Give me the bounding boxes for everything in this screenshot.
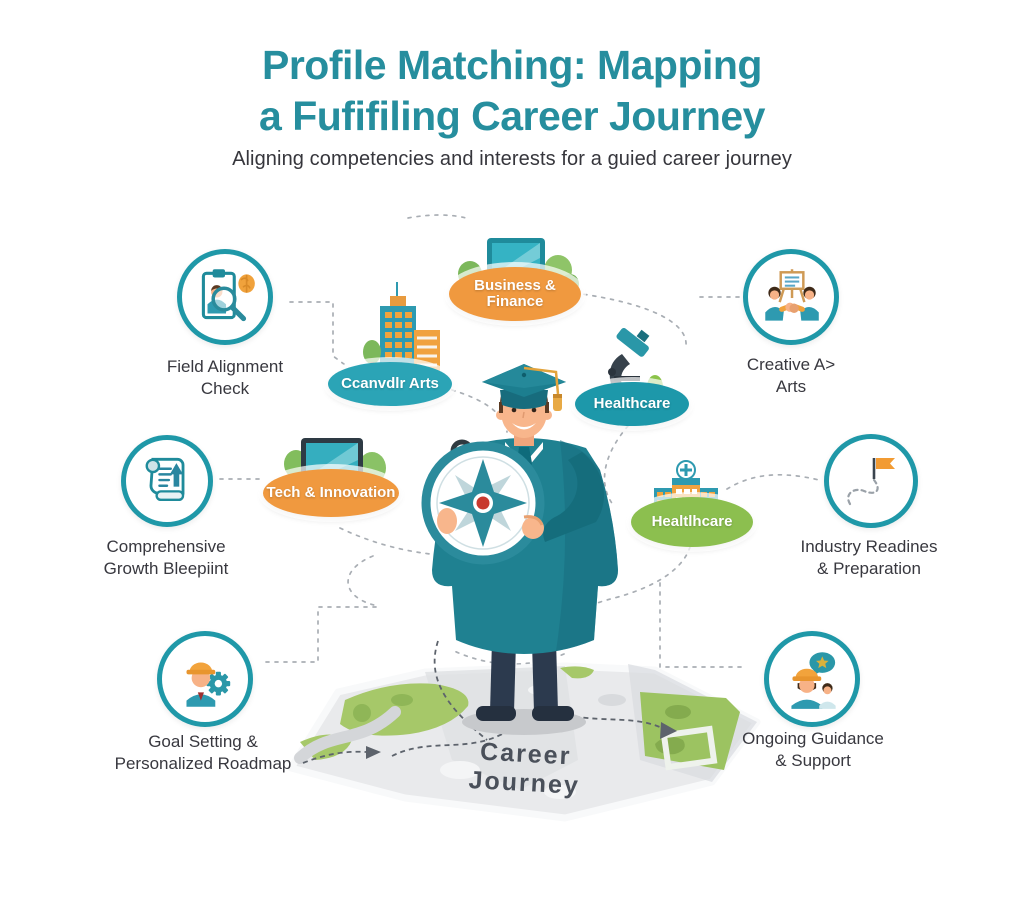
flag-winding-path-icon	[847, 458, 895, 506]
map-label: Career Journey	[467, 737, 581, 800]
node-industry-readiness-label: Industry Readines & Preparation	[800, 537, 938, 579]
node-creative-arts-circle	[743, 249, 839, 345]
graduate-figure	[421, 364, 618, 735]
badge-healthcare-hospital: Healtlhcare	[631, 497, 753, 547]
badge-business-finance: Business & Finance	[449, 267, 581, 321]
compass	[421, 439, 545, 565]
node-ongoing-guidance-circle	[764, 631, 860, 727]
mentor-speech-bubble-icon	[791, 652, 836, 709]
scroll-up-arrow-icon	[145, 457, 185, 502]
journey-arrow-right	[660, 722, 677, 739]
node-field-alignment-label: Field Alignment Check	[166, 357, 284, 399]
badge-creative-arts-city: Ccanvdlr Arts	[328, 362, 452, 406]
worker-gear-icon	[186, 662, 231, 707]
clipboard-magnifier-brain-icon	[201, 269, 255, 322]
easel-handshake-icon	[765, 269, 819, 321]
node-growth-blueprint-label: Comprehensive Growth Bleepiint	[103, 537, 229, 579]
page-title-line1: Profile Matching: Mapping	[262, 42, 762, 88]
node-growth-blueprint-circle	[121, 435, 213, 527]
node-industry-readiness-circle	[824, 434, 918, 528]
node-goal-setting-circle	[157, 631, 253, 727]
journey-arrow-left	[366, 746, 381, 759]
badge-tech-innovation: Tech & Innovation	[263, 469, 399, 517]
career-map	[287, 640, 761, 822]
page-subtitle: Aligning competencies and interests for …	[232, 148, 792, 170]
node-ongoing-guidance-label: Ongoing Guidance & Support	[742, 729, 884, 771]
node-goal-setting-label: Goal Setting & Personalized Roadmap	[114, 732, 292, 774]
node-field-alignment-circle	[177, 249, 273, 345]
page-title-line2: a Fufifiling Career Journey	[259, 92, 765, 139]
page-title: Profile Matching: Mapping a Fufifiling C…	[0, 40, 1024, 142]
gear-icon	[206, 671, 231, 696]
graduation-cap	[482, 364, 566, 411]
node-creative-arts-label: Creative A˃ Arts	[746, 355, 836, 397]
badge-healthcare-lab: Healthcare	[575, 382, 689, 426]
